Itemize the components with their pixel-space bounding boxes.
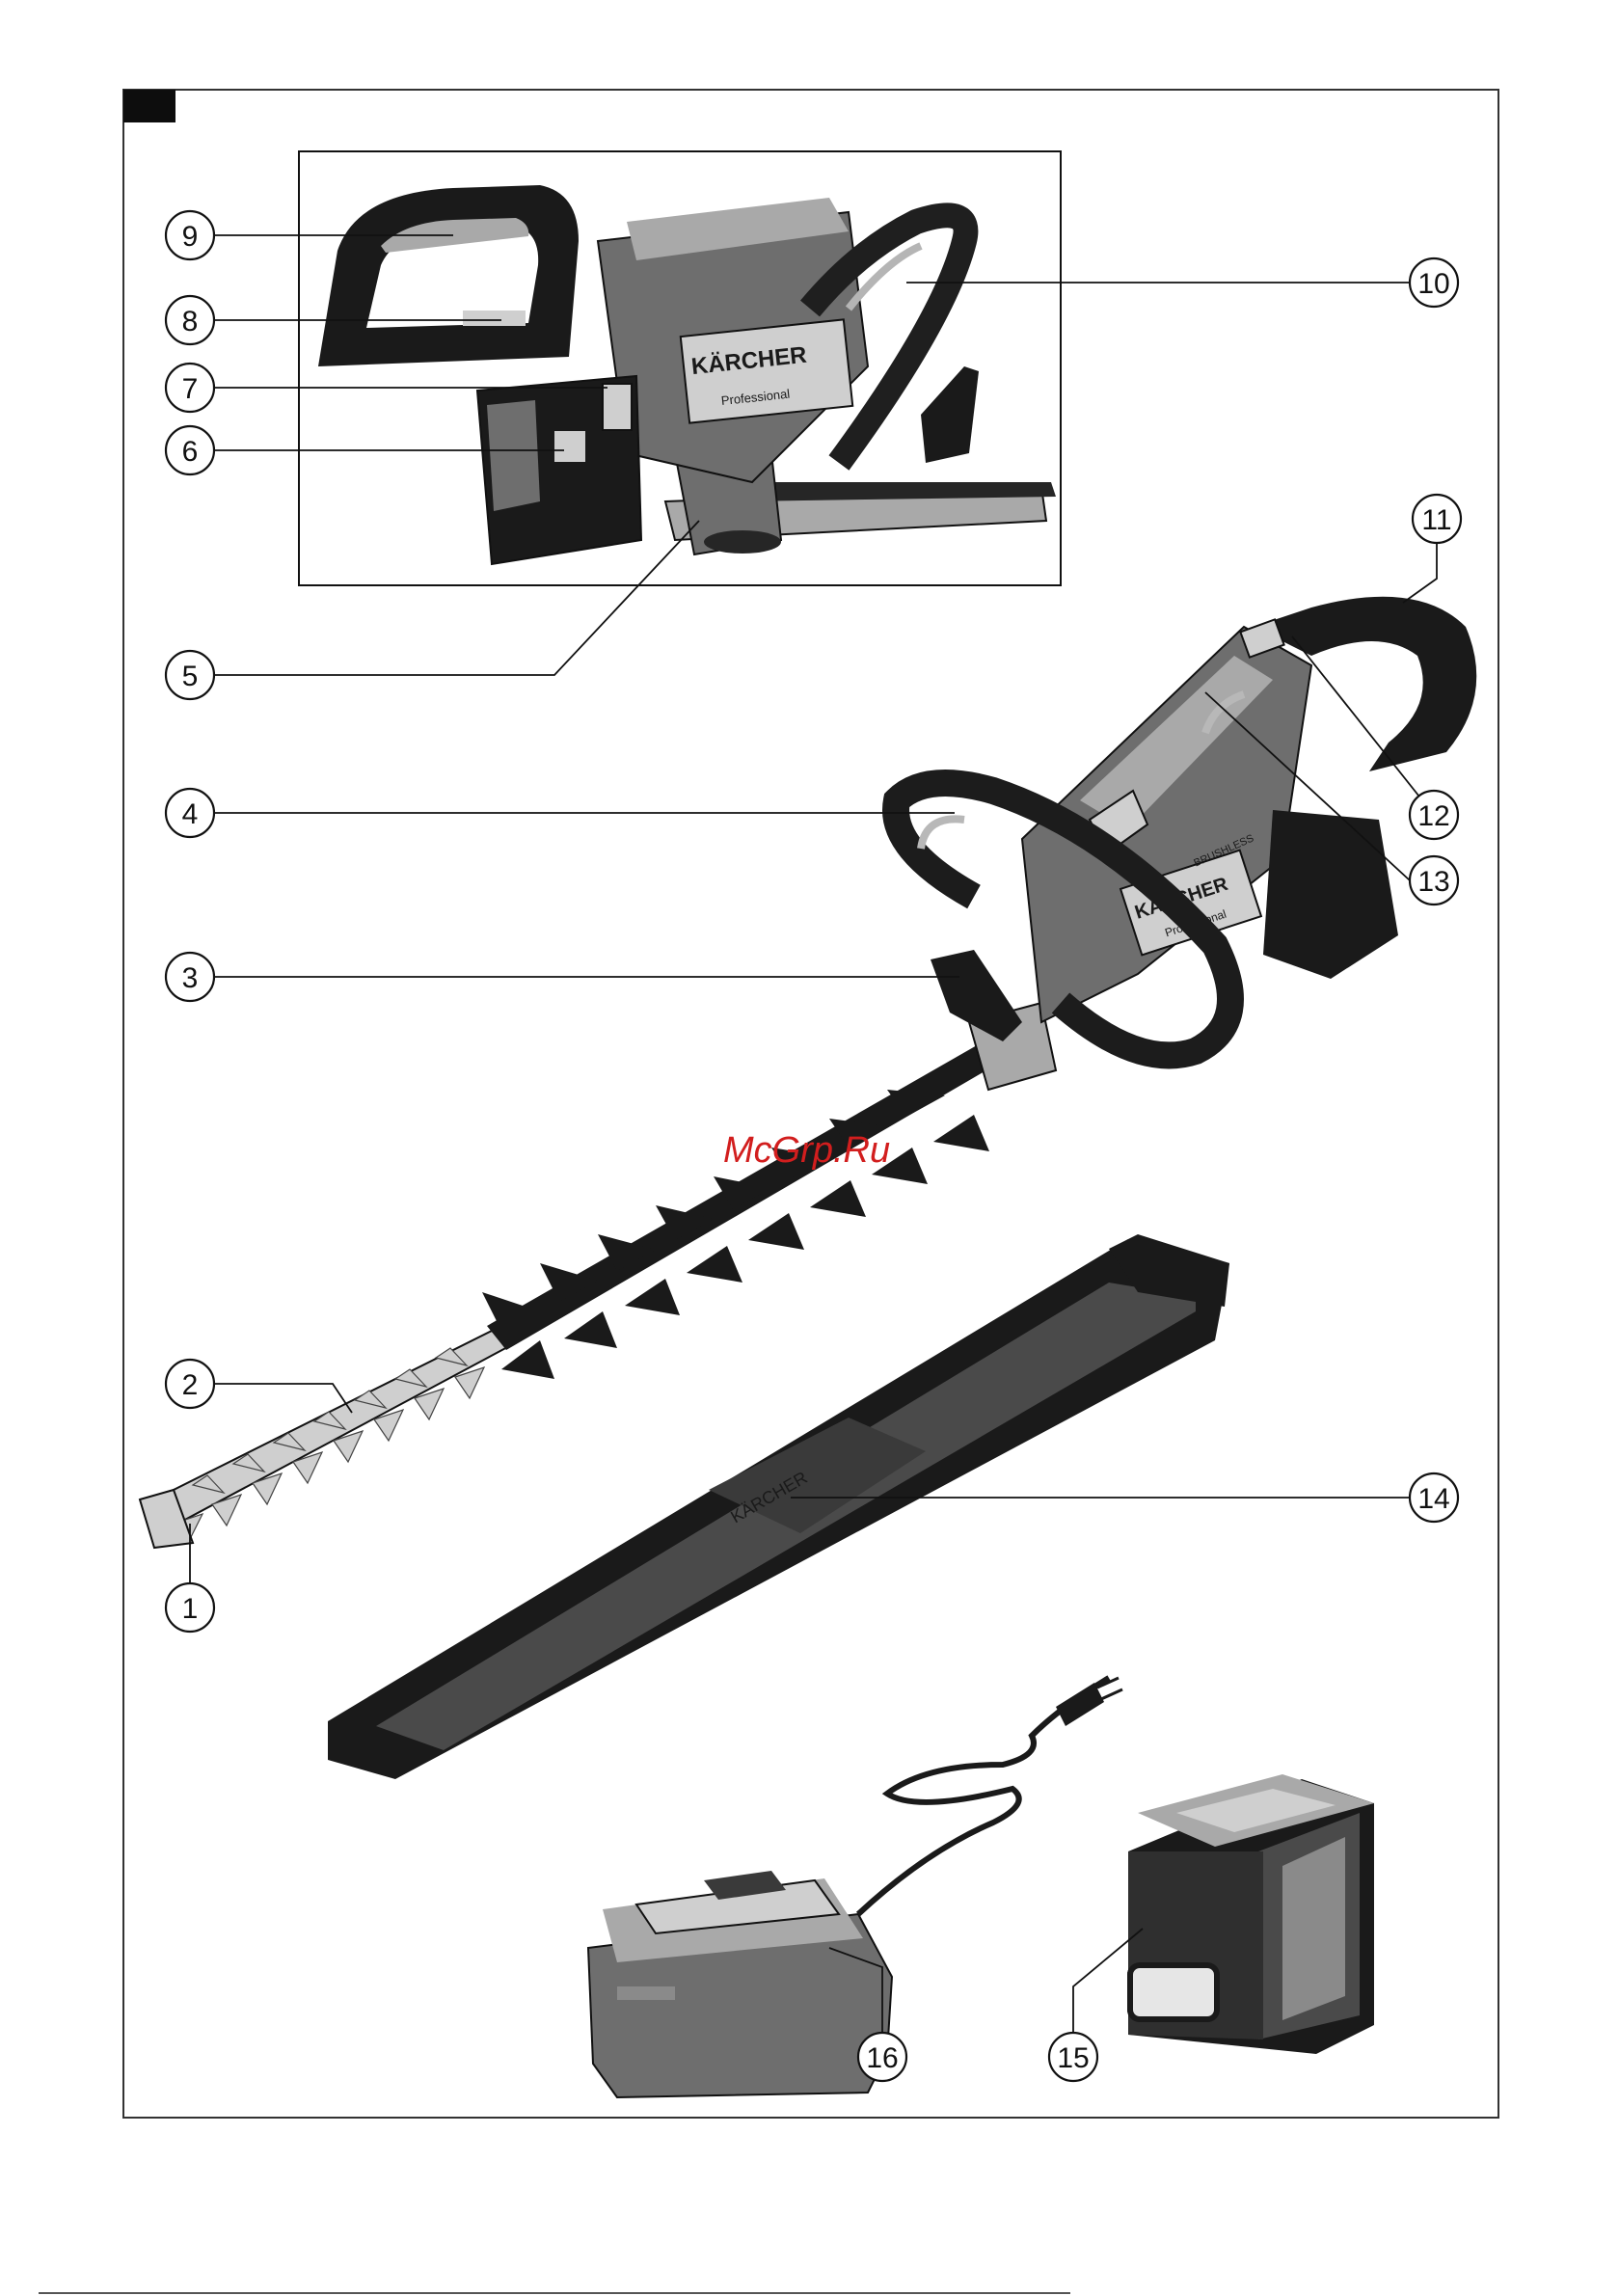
- callout-12: 12: [1410, 791, 1458, 839]
- callout-1-number: 1: [182, 1593, 199, 1625]
- callout-9-number: 9: [182, 221, 199, 253]
- callout-11-number: 11: [1421, 504, 1451, 536]
- callout-10: 10: [1410, 258, 1458, 307]
- callout-13: 13: [1410, 856, 1458, 905]
- callout-15: 15: [1049, 2033, 1097, 2081]
- callout-7-number: 7: [182, 373, 199, 405]
- callout-11: 11: [1413, 495, 1461, 543]
- callout-13-number: 13: [1417, 866, 1449, 898]
- callout-4: 4: [166, 789, 214, 837]
- callout-2: 2: [166, 1360, 214, 1408]
- leader-2: [214, 1384, 352, 1413]
- callout-10-number: 10: [1417, 268, 1449, 300]
- callout-16-number: 16: [866, 2042, 898, 2074]
- hedge-trimmer-main: KÄRCHER Professional BRUSHLESS: [140, 597, 1476, 1548]
- callout-6: 6: [166, 426, 214, 474]
- callout-12-number: 12: [1417, 800, 1449, 832]
- figure-tab: [123, 90, 175, 122]
- callout-1: 1: [166, 1583, 214, 1632]
- callout-4-number: 4: [182, 798, 199, 830]
- callout-5-number: 5: [182, 661, 199, 692]
- battery-charger: [588, 1678, 1122, 2097]
- callout-9: 9: [166, 211, 214, 259]
- callout-15-number: 15: [1057, 2042, 1089, 2074]
- battery-pack: [1128, 1774, 1374, 2054]
- detail-view-rear-handle: KÄRCHER Professional: [318, 185, 1056, 564]
- callout-16: 16: [858, 2033, 906, 2081]
- callout-14-number: 14: [1417, 1483, 1449, 1515]
- callout-5: 5: [166, 651, 214, 699]
- callout-8: 8: [166, 296, 214, 344]
- callout-3-number: 3: [182, 962, 199, 994]
- callout-2-number: 2: [182, 1369, 199, 1401]
- callout-8-number: 8: [182, 306, 199, 338]
- callout-7: 7: [166, 364, 214, 412]
- callout-6-number: 6: [182, 436, 199, 468]
- watermark: McGrp.Ru: [723, 1130, 890, 1171]
- callout-14: 14: [1410, 1473, 1458, 1522]
- leader-11: [1403, 543, 1437, 603]
- callout-3: 3: [166, 953, 214, 1001]
- leader-5: [214, 521, 699, 675]
